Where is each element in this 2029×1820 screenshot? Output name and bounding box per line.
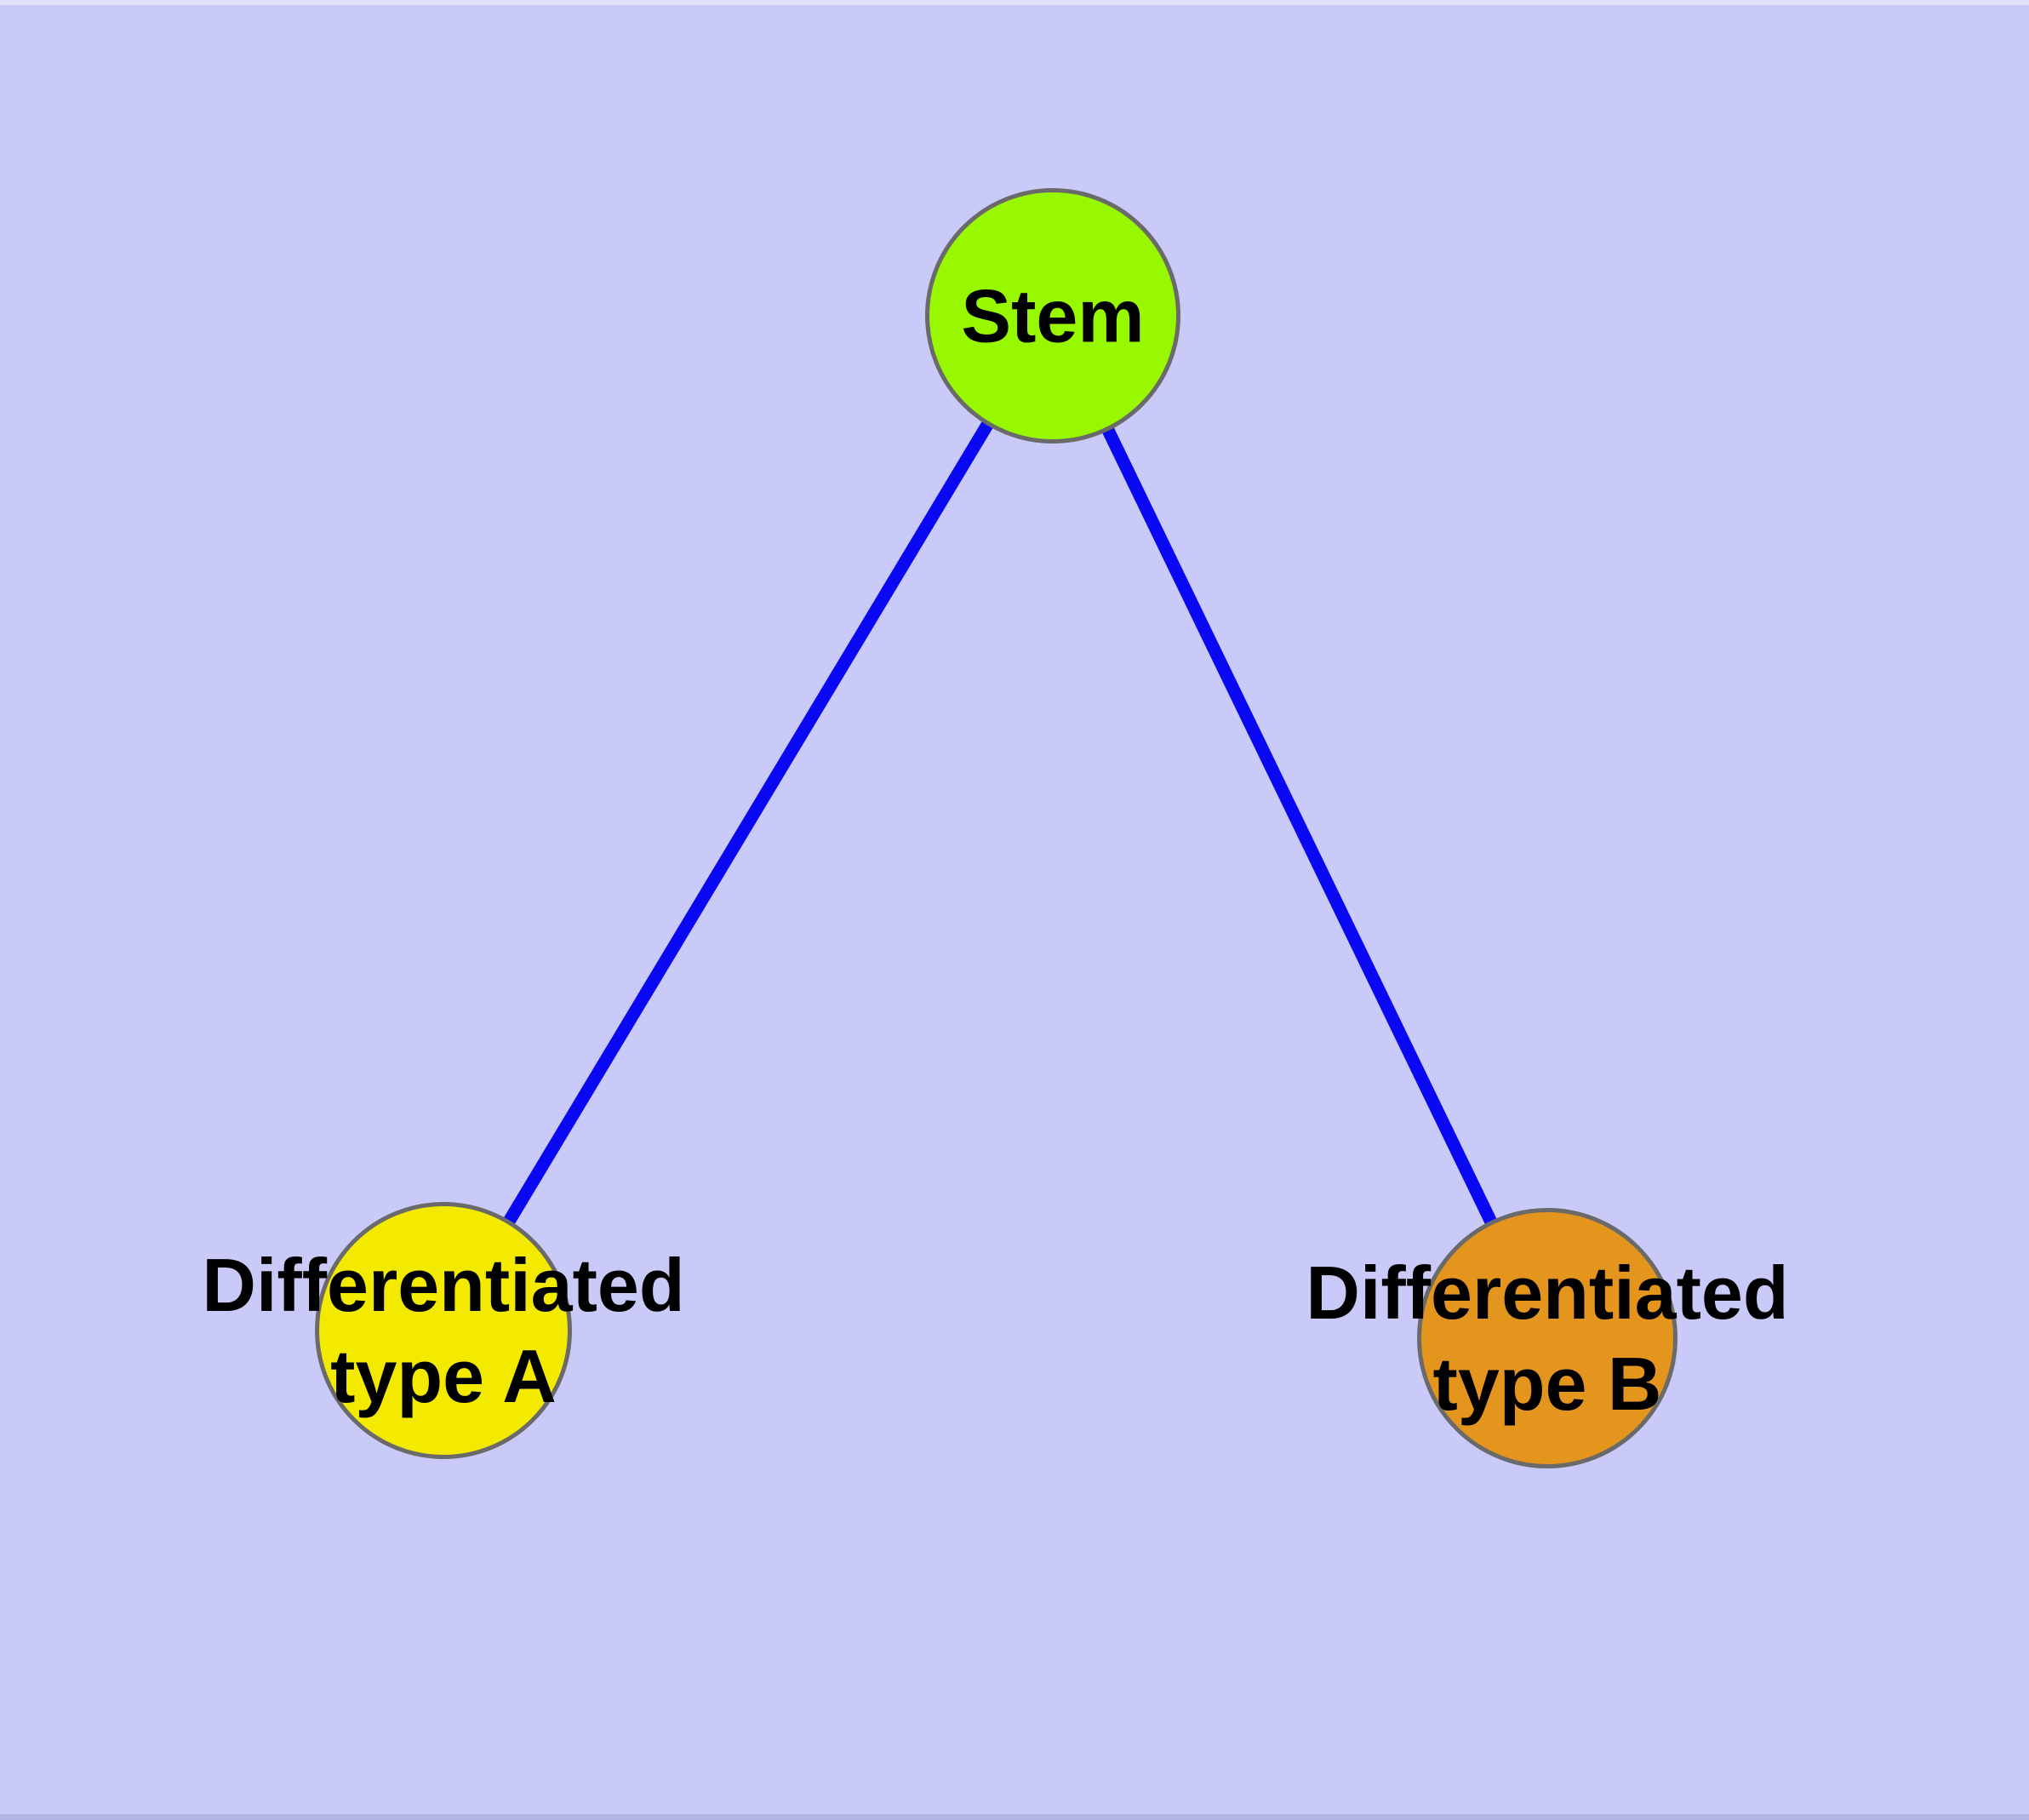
differentiated-type-b-label-line2: type B [1432,1342,1662,1426]
stem-node-circle [925,188,1180,444]
differentiated-type-a-circle [315,1202,572,1459]
differentiated-type-b-label-line1: Differentiated [1306,1251,1789,1335]
window-bottom-edge [0,1814,2029,1820]
stem-node-label-line: Stem [961,273,1145,358]
edge-stem-to-diff-b [1047,312,1553,1342]
edge-stem-to-diff-a [437,312,1059,1334]
stem-node-label: Stem [961,271,1144,362]
differentiated-type-b-circle [1417,1208,1677,1468]
differentiated-type-a-label-line2: type A [330,1334,557,1418]
window-top-edge [0,0,2029,5]
differentiated-type-a-label: Differentiated type A [202,1239,684,1422]
differentiated-type-a-label-line1: Differentiated [202,1243,685,1327]
differentiated-type-b-label: Differentiated type B [1306,1247,1788,1429]
